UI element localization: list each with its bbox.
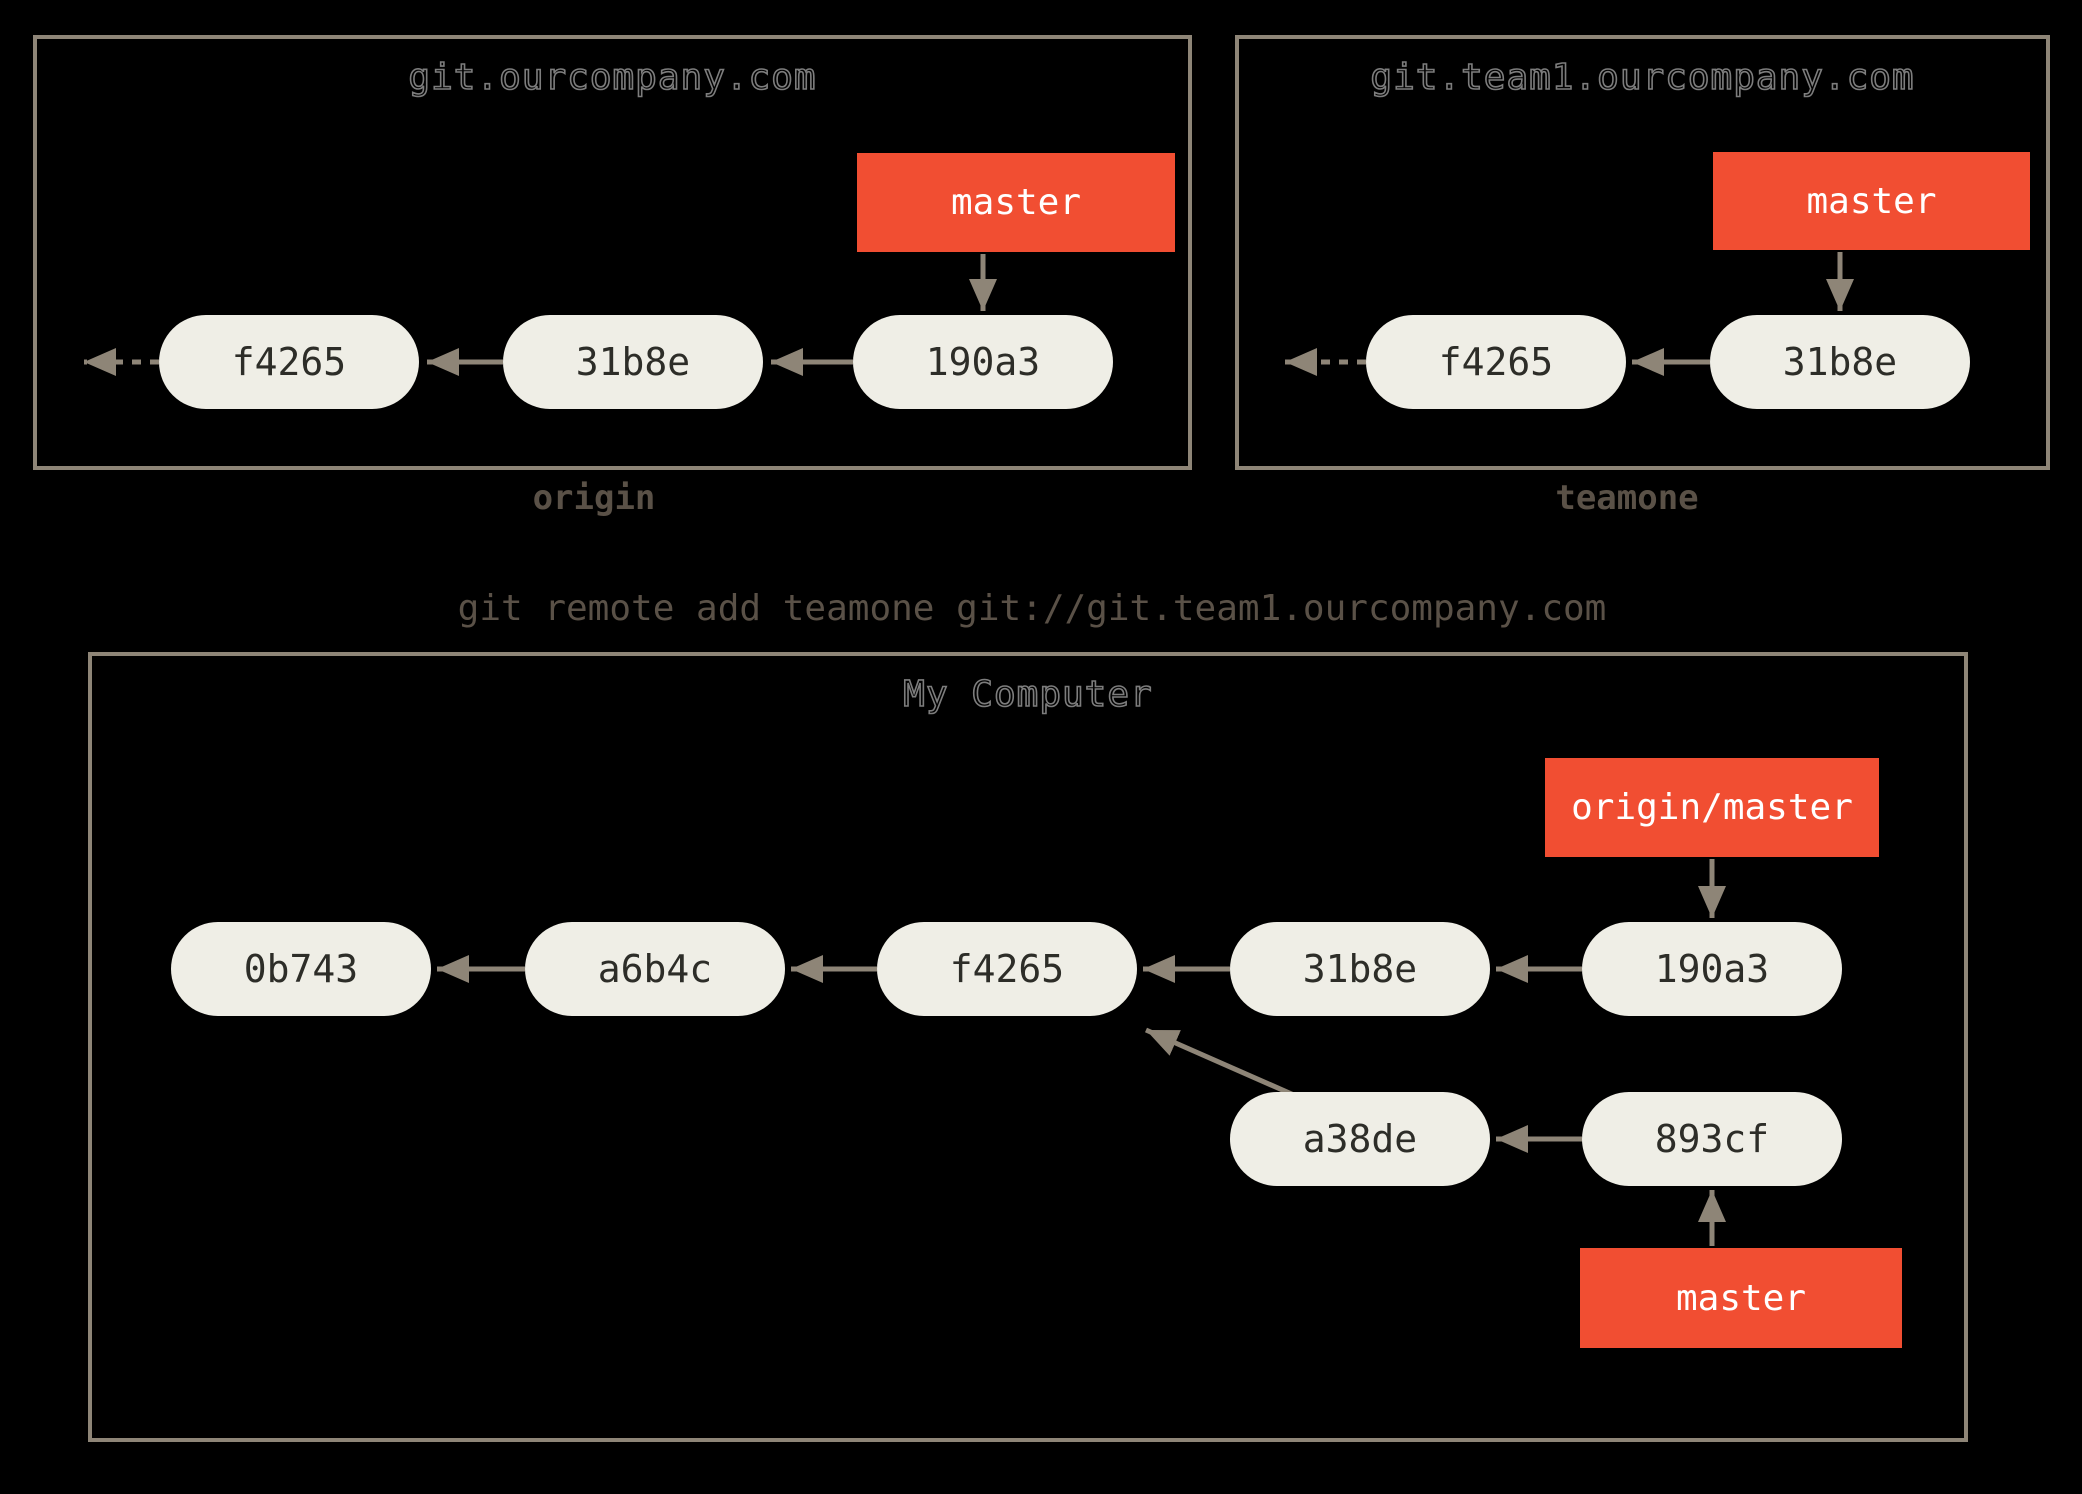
commit-node: 0b743 bbox=[171, 922, 431, 1016]
commit-node: 893cf bbox=[1582, 1092, 1842, 1186]
commit-node: a6b4c bbox=[525, 922, 785, 1016]
commit-node: 190a3 bbox=[1582, 922, 1842, 1016]
commit-node: a38de bbox=[1230, 1092, 1490, 1186]
branch-master-local: master bbox=[1580, 1248, 1902, 1348]
remote-caption-teamone: teamone bbox=[1555, 478, 1699, 518]
remote-caption-origin: origin bbox=[532, 478, 656, 518]
panel-origin-remote: git.ourcompany.com bbox=[33, 35, 1192, 470]
commit-node: 31b8e bbox=[1710, 315, 1970, 409]
branch-master-origin-remote: master bbox=[857, 153, 1175, 252]
panel-title: git.ourcompany.com bbox=[408, 56, 817, 99]
commit-node: f4265 bbox=[159, 315, 419, 409]
commit-node: f4265 bbox=[1366, 315, 1626, 409]
commit-node: 190a3 bbox=[853, 315, 1113, 409]
branch-master-teamone-remote: master bbox=[1713, 152, 2030, 250]
git-command: git remote add teamone git://git.team1.o… bbox=[457, 588, 1607, 629]
panel-title: git.team1.ourcompany.com bbox=[1370, 56, 1915, 99]
ref-origin-master-local: origin/master bbox=[1545, 758, 1879, 857]
panel-title: My Computer bbox=[902, 673, 1153, 716]
commit-node: f4265 bbox=[877, 922, 1137, 1016]
commit-node: 31b8e bbox=[503, 315, 763, 409]
panel-my-computer: My Computer bbox=[88, 652, 1968, 1442]
panel-teamone-remote: git.team1.ourcompany.com bbox=[1235, 35, 2050, 470]
commit-node: 31b8e bbox=[1230, 922, 1490, 1016]
